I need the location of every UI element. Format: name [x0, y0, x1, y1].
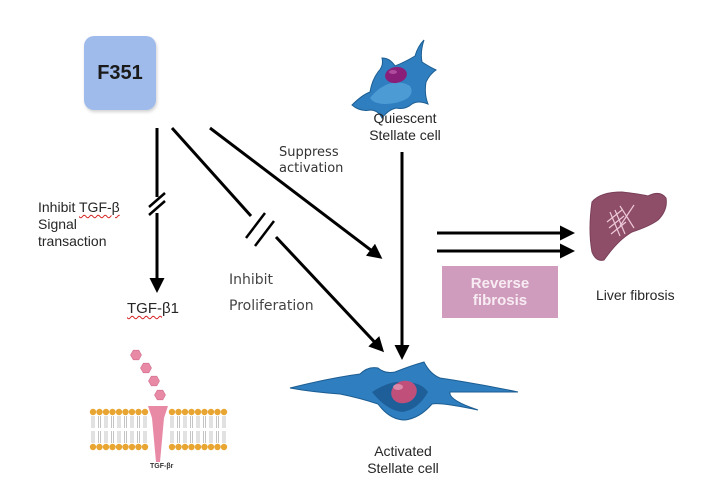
- lipid-head: [181, 408, 189, 416]
- lipid-head: [141, 443, 149, 451]
- arrow-inhibit-tgf: [148, 128, 166, 293]
- suppress-activation-label: Suppress activation: [279, 145, 343, 177]
- lipid-head: [89, 443, 97, 451]
- reverse-fibrosis-box: Reverse fibrosis: [442, 266, 558, 318]
- text: Activated: [374, 443, 432, 459]
- lipid-head: [135, 443, 142, 451]
- text: Stellate cell: [367, 460, 439, 476]
- lipid-head: [115, 408, 123, 416]
- text: TGF-β: [79, 199, 120, 215]
- text: Stellate cell: [369, 127, 441, 143]
- lipid-head: [168, 408, 176, 416]
- lipid-head: [188, 408, 195, 416]
- drug-f351-box: F351: [84, 36, 156, 110]
- membrane-heads-top: [89, 408, 228, 416]
- lipid-head: [102, 408, 110, 416]
- lipid-head: [102, 443, 110, 451]
- text: Inhibit: [229, 272, 274, 288]
- arrow-suppress-activation: [209, 126, 383, 259]
- drug-label: F351: [97, 61, 143, 84]
- membrane-heads-bottom: [89, 443, 228, 451]
- tgf-beta-receptor-icon: [89, 349, 228, 462]
- block-mark: [245, 212, 266, 239]
- block-mark: [148, 192, 166, 208]
- ligand-hexagon: [140, 362, 152, 374]
- lipid-head: [194, 443, 202, 451]
- lipid-head: [201, 443, 208, 451]
- lipid-head: [135, 408, 142, 416]
- lipid-head: [214, 443, 221, 451]
- ligand-hexagon: [130, 349, 142, 361]
- activated-stellate-label: Activated Stellate cell: [358, 443, 448, 477]
- text: TGF-: [127, 300, 162, 317]
- ligand-hexagon: [148, 375, 160, 387]
- lipid-head: [207, 408, 215, 416]
- fibrosis-marks: [606, 204, 635, 237]
- activated-stellate-cell-icon: [289, 361, 519, 421]
- text: activation: [279, 161, 344, 176]
- arrow-inhibit-proliferation: [170, 126, 385, 353]
- lipid-head: [201, 408, 208, 416]
- membrane-tails: [91, 416, 226, 443]
- lipid-head: [168, 443, 176, 451]
- lipid-head: [175, 443, 182, 451]
- ligand-hexagon: [154, 389, 166, 401]
- lipid-head: [122, 443, 129, 451]
- quiescent-stellate-cell-icon: [351, 39, 437, 119]
- lipid-head: [128, 408, 136, 416]
- text: Signal: [38, 216, 77, 232]
- lipid-head: [220, 408, 228, 416]
- text: Reverse: [470, 275, 530, 292]
- text: Suppress: [279, 145, 339, 160]
- liver-icon: [589, 191, 667, 261]
- lipid-head: [96, 443, 103, 451]
- lipid-head: [122, 408, 129, 416]
- text: β1: [162, 300, 179, 317]
- block-mark: [148, 200, 166, 216]
- tgf-beta-receptor-label: TGF-βr: [150, 463, 174, 470]
- lipid-head: [207, 443, 215, 451]
- liver-fibrosis-label: Liver fibrosis: [596, 287, 675, 303]
- lipid-head: [141, 408, 149, 416]
- block-mark: [254, 220, 275, 247]
- text: Proliferation: [229, 298, 314, 314]
- lipid-head: [175, 408, 182, 416]
- lipid-head: [128, 443, 136, 451]
- lipid-head: [89, 408, 97, 416]
- receptor-body: [148, 406, 168, 462]
- lipid-head: [220, 443, 228, 451]
- lipid-head: [214, 408, 221, 416]
- quiescent-stellate-label: Quiescent Stellate cell: [360, 110, 450, 144]
- lipid-head: [109, 408, 116, 416]
- text: Quiescent: [373, 110, 437, 126]
- lipid-head: [188, 443, 195, 451]
- lipid-head: [96, 408, 103, 416]
- lipid-head: [109, 443, 116, 451]
- inhibit-proliferation-label: Inhibit Proliferation: [229, 270, 314, 316]
- inhibit-tgf-label: Inhibit TGF-β Signal transaction: [38, 199, 120, 250]
- text: fibrosis: [472, 292, 528, 309]
- lipid-head: [194, 408, 202, 416]
- text: Inhibit: [38, 199, 79, 215]
- text: transaction: [38, 233, 107, 249]
- lipid-head: [115, 443, 123, 451]
- tgf-beta-ligand: [130, 349, 166, 401]
- lipid-head: [181, 443, 189, 451]
- tgf-beta1-label: TGF-β1: [127, 300, 179, 317]
